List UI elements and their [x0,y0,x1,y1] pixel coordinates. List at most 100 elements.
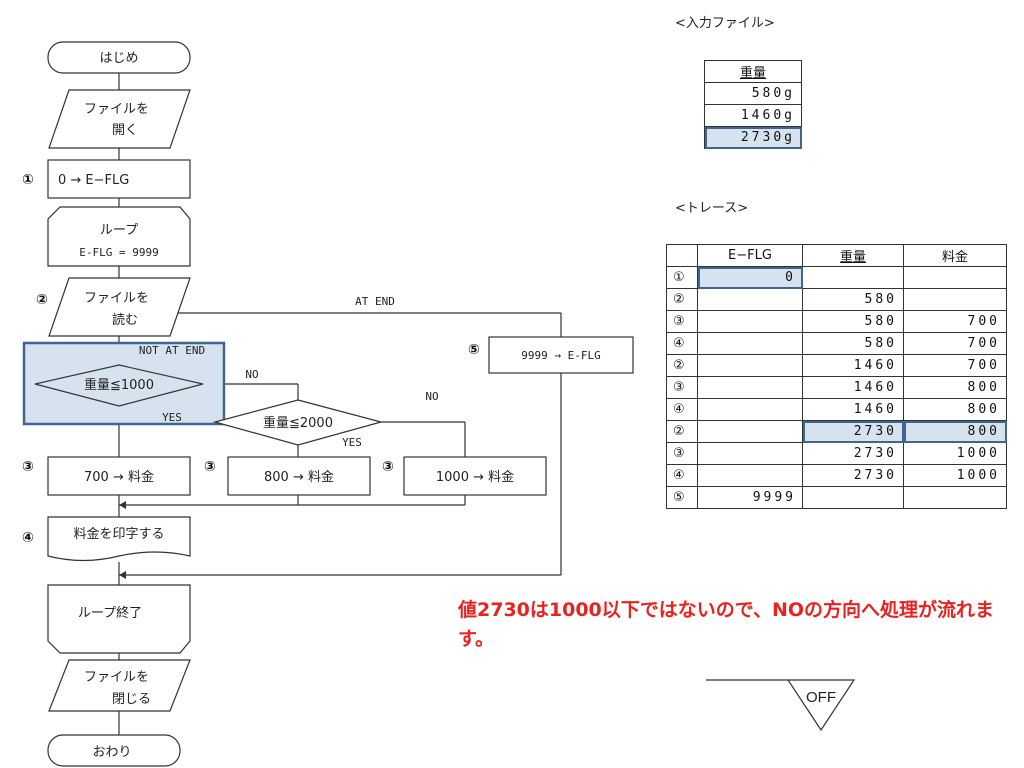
decision2-label: 重量≦2000 [263,415,333,431]
trace-title: <トレース> [675,201,749,216]
input-file-title: <入力ファイル> [675,16,775,31]
trace-cell: ④ [666,332,698,355]
step3c-label: 1000 → 料金 [436,469,514,485]
input-row-highlighted: 2730g [704,126,802,149]
trace-header-num [666,244,698,267]
trace-cell: 800 [903,398,1007,421]
trace-cell: 2730 [802,442,904,465]
step5-label: 9999 → E-FLG [521,349,600,362]
read-label-1: ファイルを [84,291,149,306]
step3a-number: ③ [22,459,34,475]
input-row: 580g [704,82,802,105]
open-file-io [48,89,191,149]
trace-cell [903,486,1007,509]
decision1-yes-label: YES [162,411,182,424]
step5-process [488,336,634,374]
step3a-label: 700 → 料金 [84,469,154,485]
table-row: ⑤ 9999 [666,486,1007,509]
trace-cell: ③ [666,310,698,333]
close-label-2: 閉じる [112,692,151,707]
table-row: ② 2730 800 [666,420,1007,443]
off-triangle-icon [786,679,856,732]
trace-header-fee: 料金 [903,244,1007,267]
end-terminal [47,734,181,767]
trace-cell: 700 [903,332,1007,355]
loop-end-label: ループ終了 [78,605,142,621]
trace-cell: 9999 [697,486,803,509]
trace-cell [697,310,803,333]
trace-cell: ② [666,288,698,311]
start-label: はじめ [99,51,138,66]
step1-process [47,159,191,199]
trace-cell: 700 [903,354,1007,377]
step5-number: ⑤ [468,342,480,358]
trace-cell: 0 [697,266,803,289]
loop-start [47,206,191,267]
open-file-label-2: 開く [112,123,138,138]
trace-cell: 1460 [802,376,904,399]
trace-cell [697,288,803,311]
step3b-label: 800 → 料金 [264,469,334,485]
trace-cell: ① [666,266,698,289]
print-document [47,516,191,562]
trace-cell [697,354,803,377]
end-label: おわり [92,745,131,760]
trace-cell: ④ [666,398,698,421]
trace-header-weight: 重量 [802,244,904,267]
step3a-process [47,456,191,496]
step3b-process [227,456,371,496]
trace-cell [697,442,803,465]
decision1-no-label: NO [245,368,258,381]
input-file-table: 重量 580g 1460g 2730g [704,60,802,149]
trace-cell: 700 [903,310,1007,333]
input-row: 1460g [704,104,802,127]
table-row: ③ 1460 800 [666,376,1007,399]
input-header: 重量 [704,60,802,83]
trace-cell: 580 [802,332,904,355]
flowchart: はじめ ファイルを 開く ① 0 → E−FLG ループ E-FLG = 999… [22,41,634,767]
table-row: ② 580 [666,288,1007,311]
loop-label-2: E-FLG = 9999 [79,246,158,259]
close-label-1: ファイルを [84,670,149,685]
table-row: ④ 580 700 [666,332,1007,355]
step1-label: 0 → E−FLG [58,173,129,188]
trace-cell: 1460 [802,354,904,377]
table-row: ② 1460 700 [666,354,1007,377]
trace-cell [802,486,904,509]
step1-number: ① [22,172,34,188]
print-label: 料金を印字する [73,526,164,542]
trace-cell [697,464,803,487]
trace-cell: 1000 [903,464,1007,487]
read-label-2: 読む [112,312,138,328]
table-row: ④ 1460 800 [666,398,1007,421]
not-at-end-label: NOT AT END [139,344,205,357]
trace-cell: 800 [903,376,1007,399]
decision1-label: 重量≦1000 [84,377,154,393]
decision2-diamond [212,399,384,446]
off-label: OFF [806,689,836,706]
trace-cell: 580 [802,310,904,333]
off-button[interactable]: OFF [706,676,866,736]
trace-cell [903,266,1007,289]
table-row: ① 0 [666,266,1007,289]
trace-cell: 1460 [802,398,904,421]
trace-cell [802,266,904,289]
trace-cell [697,376,803,399]
step3b-number: ③ [204,459,216,475]
trace-cell [697,420,803,443]
trace-cell [697,398,803,421]
close-file-io [48,659,191,712]
trace-header-eflg: E−FLG [697,244,803,267]
trace-table: E−FLG 重量 料金 ① 0 ② 580 ③ 580 700 ④ 580 70… [666,244,1007,509]
trace-cell: ⑤ [666,486,698,509]
trace-cell: 2730 [802,464,904,487]
trace-cell [697,332,803,355]
step4-number: ④ [22,530,34,546]
open-file-label-1: ファイルを [84,102,149,117]
read-file-io [48,277,191,337]
trace-cell: ② [666,354,698,377]
table-row: ④ 2730 1000 [666,464,1007,487]
step3c-process [403,456,547,496]
trace-cell: 2730 [802,420,904,443]
trace-cell [903,288,1007,311]
